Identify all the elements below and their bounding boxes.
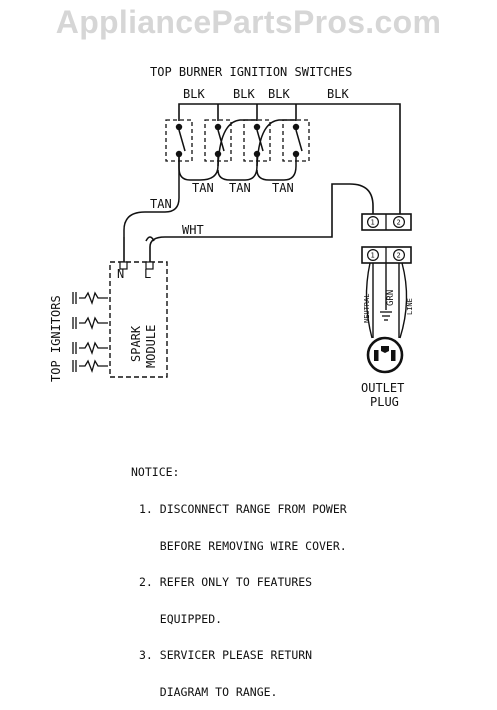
tan-wires	[123, 119, 297, 237]
power-cord	[365, 262, 408, 339]
notice-block: NOTICE: 1. DISCONNECT RANGE FROM POWER B…	[131, 442, 347, 710]
terminal-top-1: 1	[371, 219, 375, 227]
notice-line-2: BEFORE REMOVING WIRE COVER.	[139, 538, 347, 553]
watermark-text: AppliancePartsPros.com	[55, 4, 442, 40]
blk-label-3: BLK	[268, 87, 290, 101]
notice-line-4: EQUIPPED.	[139, 611, 223, 626]
top-ignitors-label: TOP IGNITORS	[49, 295, 63, 382]
line-label: LINE	[406, 298, 414, 315]
blk-wire	[178, 103, 401, 214]
switch-contacts	[175, 123, 300, 158]
spark-module-box	[109, 261, 168, 378]
notice-line-5: 3. SERVICER PLEASE RETURN	[139, 648, 313, 663]
spark-module-terminals	[119, 261, 154, 270]
tan-label-2: TAN	[229, 181, 251, 195]
notice-line-6: DIAGRAM TO RANGE.	[139, 685, 278, 700]
outlet-plug-icon	[366, 336, 404, 374]
blk-label-4: BLK	[327, 87, 349, 101]
terminal-l: L	[144, 267, 151, 281]
terminal-block-top	[361, 213, 412, 231]
notice-line-3: 2. REFER ONLY TO FEATURES	[139, 575, 313, 590]
blk-label-2: BLK	[233, 87, 255, 101]
notice-line-1: 1. DISCONNECT RANGE FROM POWER	[139, 502, 347, 517]
spark-label: SPARK	[129, 325, 143, 362]
outlet-label: OUTLET	[361, 381, 404, 395]
switch-housings	[165, 119, 310, 162]
module-label: MODULE	[144, 325, 158, 368]
terminal-bottom-2: 2	[397, 252, 401, 260]
ignitor-icons	[72, 291, 108, 373]
notice-heading: NOTICE:	[131, 465, 180, 480]
wht-wire	[123, 183, 374, 262]
grn-label: GRN	[386, 290, 396, 306]
neutral-label: NEUTRAL	[363, 293, 371, 323]
tan-label-1: TAN	[192, 181, 214, 195]
wht-label: WHT	[182, 223, 204, 237]
switches-title: TOP BURNER IGNITION SWITCHES	[150, 65, 352, 79]
plug-label: PLUG	[370, 395, 399, 409]
tan-label-4: TAN	[150, 197, 172, 211]
tan-label-3: TAN	[272, 181, 294, 195]
terminal-top-2: 2	[397, 219, 401, 227]
terminal-n: N	[117, 267, 124, 281]
terminal-bottom-1: 1	[371, 252, 375, 260]
blk-label-1: BLK	[183, 87, 205, 101]
terminal-block-bottom	[361, 246, 412, 264]
wiring-diagram: TOP BURNER IGNITION SWITCHES BLK BLK BLK…	[49, 65, 414, 409]
